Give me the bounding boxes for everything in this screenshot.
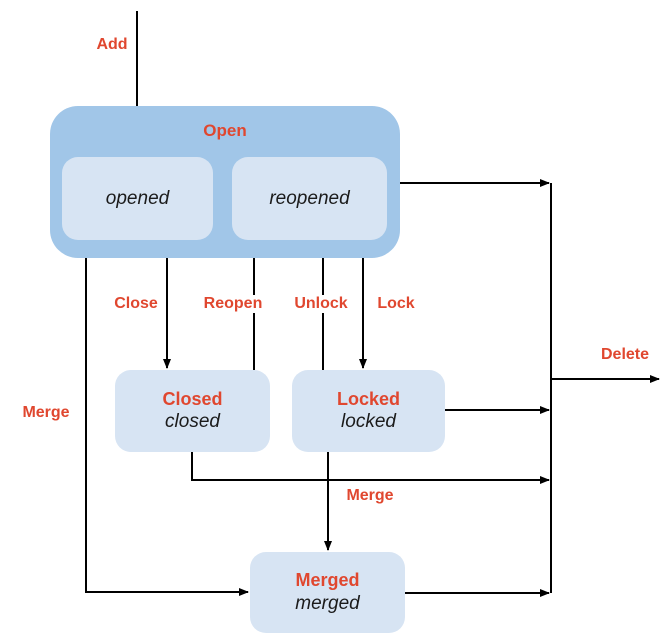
state-closed: Closed closed [115,370,270,452]
state-merged-subtitle: merged [295,592,360,614]
edge-closed-to-collector [191,452,550,484]
transition-label-close: Close [112,295,160,313]
transition-label-unlock: Unlock [292,295,350,313]
state-locked: Locked locked [292,370,445,452]
state-opened: opened [62,157,213,240]
state-merged-title: Merged [295,570,360,591]
transition-label-add: Add [94,36,130,54]
state-closed-subtitle: closed [165,411,220,433]
state-locked-title: Locked [336,388,401,409]
state-merged: Merged merged [250,552,405,633]
state-reopened-label: reopened [269,187,350,209]
state-group-open: Open opened reopened [50,106,400,258]
state-locked-subtitle: locked [341,411,396,433]
state-opened-label: opened [105,187,170,209]
transition-label-reopen: Reopen [201,295,265,313]
edge-merge-open-to-merged [85,258,249,596]
state-closed-title: Closed [162,388,223,409]
transition-label-delete: Delete [598,346,652,364]
transition-label-merge-left: Merge [20,404,72,422]
state-reopened: reopened [232,157,387,240]
state-open-label: Open [203,121,247,140]
transition-label-merge-bottom: Merge [344,487,396,505]
transition-label-lock: Lock [375,295,417,313]
